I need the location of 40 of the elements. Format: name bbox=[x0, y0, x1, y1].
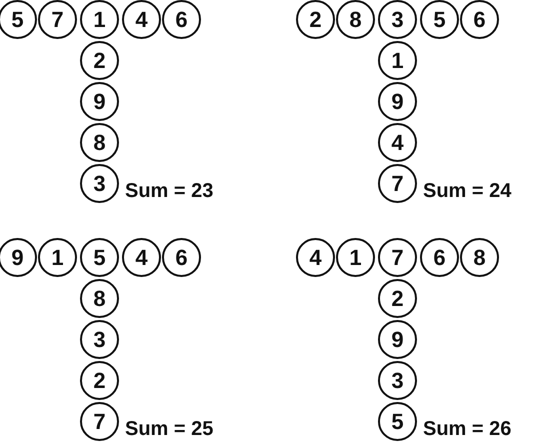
number-circle: 3 bbox=[80, 164, 119, 203]
number-circle: 6 bbox=[162, 238, 201, 277]
number-circle: 4 bbox=[122, 238, 161, 277]
number-circle: 6 bbox=[460, 0, 499, 39]
number-circle: 1 bbox=[80, 0, 119, 39]
number-circle: 8 bbox=[336, 0, 375, 39]
number-circle: 7 bbox=[378, 164, 417, 203]
number-circle: 5 bbox=[0, 0, 37, 39]
number-circle: 9 bbox=[80, 82, 119, 121]
number-circle: 7 bbox=[378, 238, 417, 277]
number-circle: 5 bbox=[378, 402, 417, 441]
number-circle: 1 bbox=[378, 41, 417, 80]
number-circle: 8 bbox=[80, 123, 119, 162]
number-circle: 3 bbox=[80, 320, 119, 359]
sum-label: Sum = 26 bbox=[423, 418, 512, 441]
number-circle: 9 bbox=[378, 320, 417, 359]
number-circle: 2 bbox=[80, 361, 119, 400]
number-circle: 4 bbox=[296, 238, 335, 277]
number-circle: 1 bbox=[336, 238, 375, 277]
number-circle: 4 bbox=[122, 0, 161, 39]
number-circle: 8 bbox=[460, 238, 499, 277]
number-circle: 5 bbox=[80, 238, 119, 277]
sum-label: Sum = 23 bbox=[125, 180, 214, 203]
number-circle: 7 bbox=[38, 0, 77, 39]
number-circle: 2 bbox=[296, 0, 335, 39]
number-circle: 7 bbox=[80, 402, 119, 441]
number-circle: 1 bbox=[38, 238, 77, 277]
sum-label: Sum = 24 bbox=[423, 180, 512, 203]
number-circle: 6 bbox=[420, 238, 459, 277]
number-circle: 9 bbox=[378, 82, 417, 121]
number-circle: 6 bbox=[162, 0, 201, 39]
number-circle: 3 bbox=[378, 361, 417, 400]
number-circle: 8 bbox=[80, 279, 119, 318]
number-circle: 2 bbox=[378, 279, 417, 318]
number-circle: 2 bbox=[80, 41, 119, 80]
number-circle: 5 bbox=[420, 0, 459, 39]
sum-label: Sum = 25 bbox=[125, 418, 214, 441]
number-circle: 9 bbox=[0, 238, 37, 277]
number-circle: 4 bbox=[378, 123, 417, 162]
number-circle: 3 bbox=[378, 0, 417, 39]
